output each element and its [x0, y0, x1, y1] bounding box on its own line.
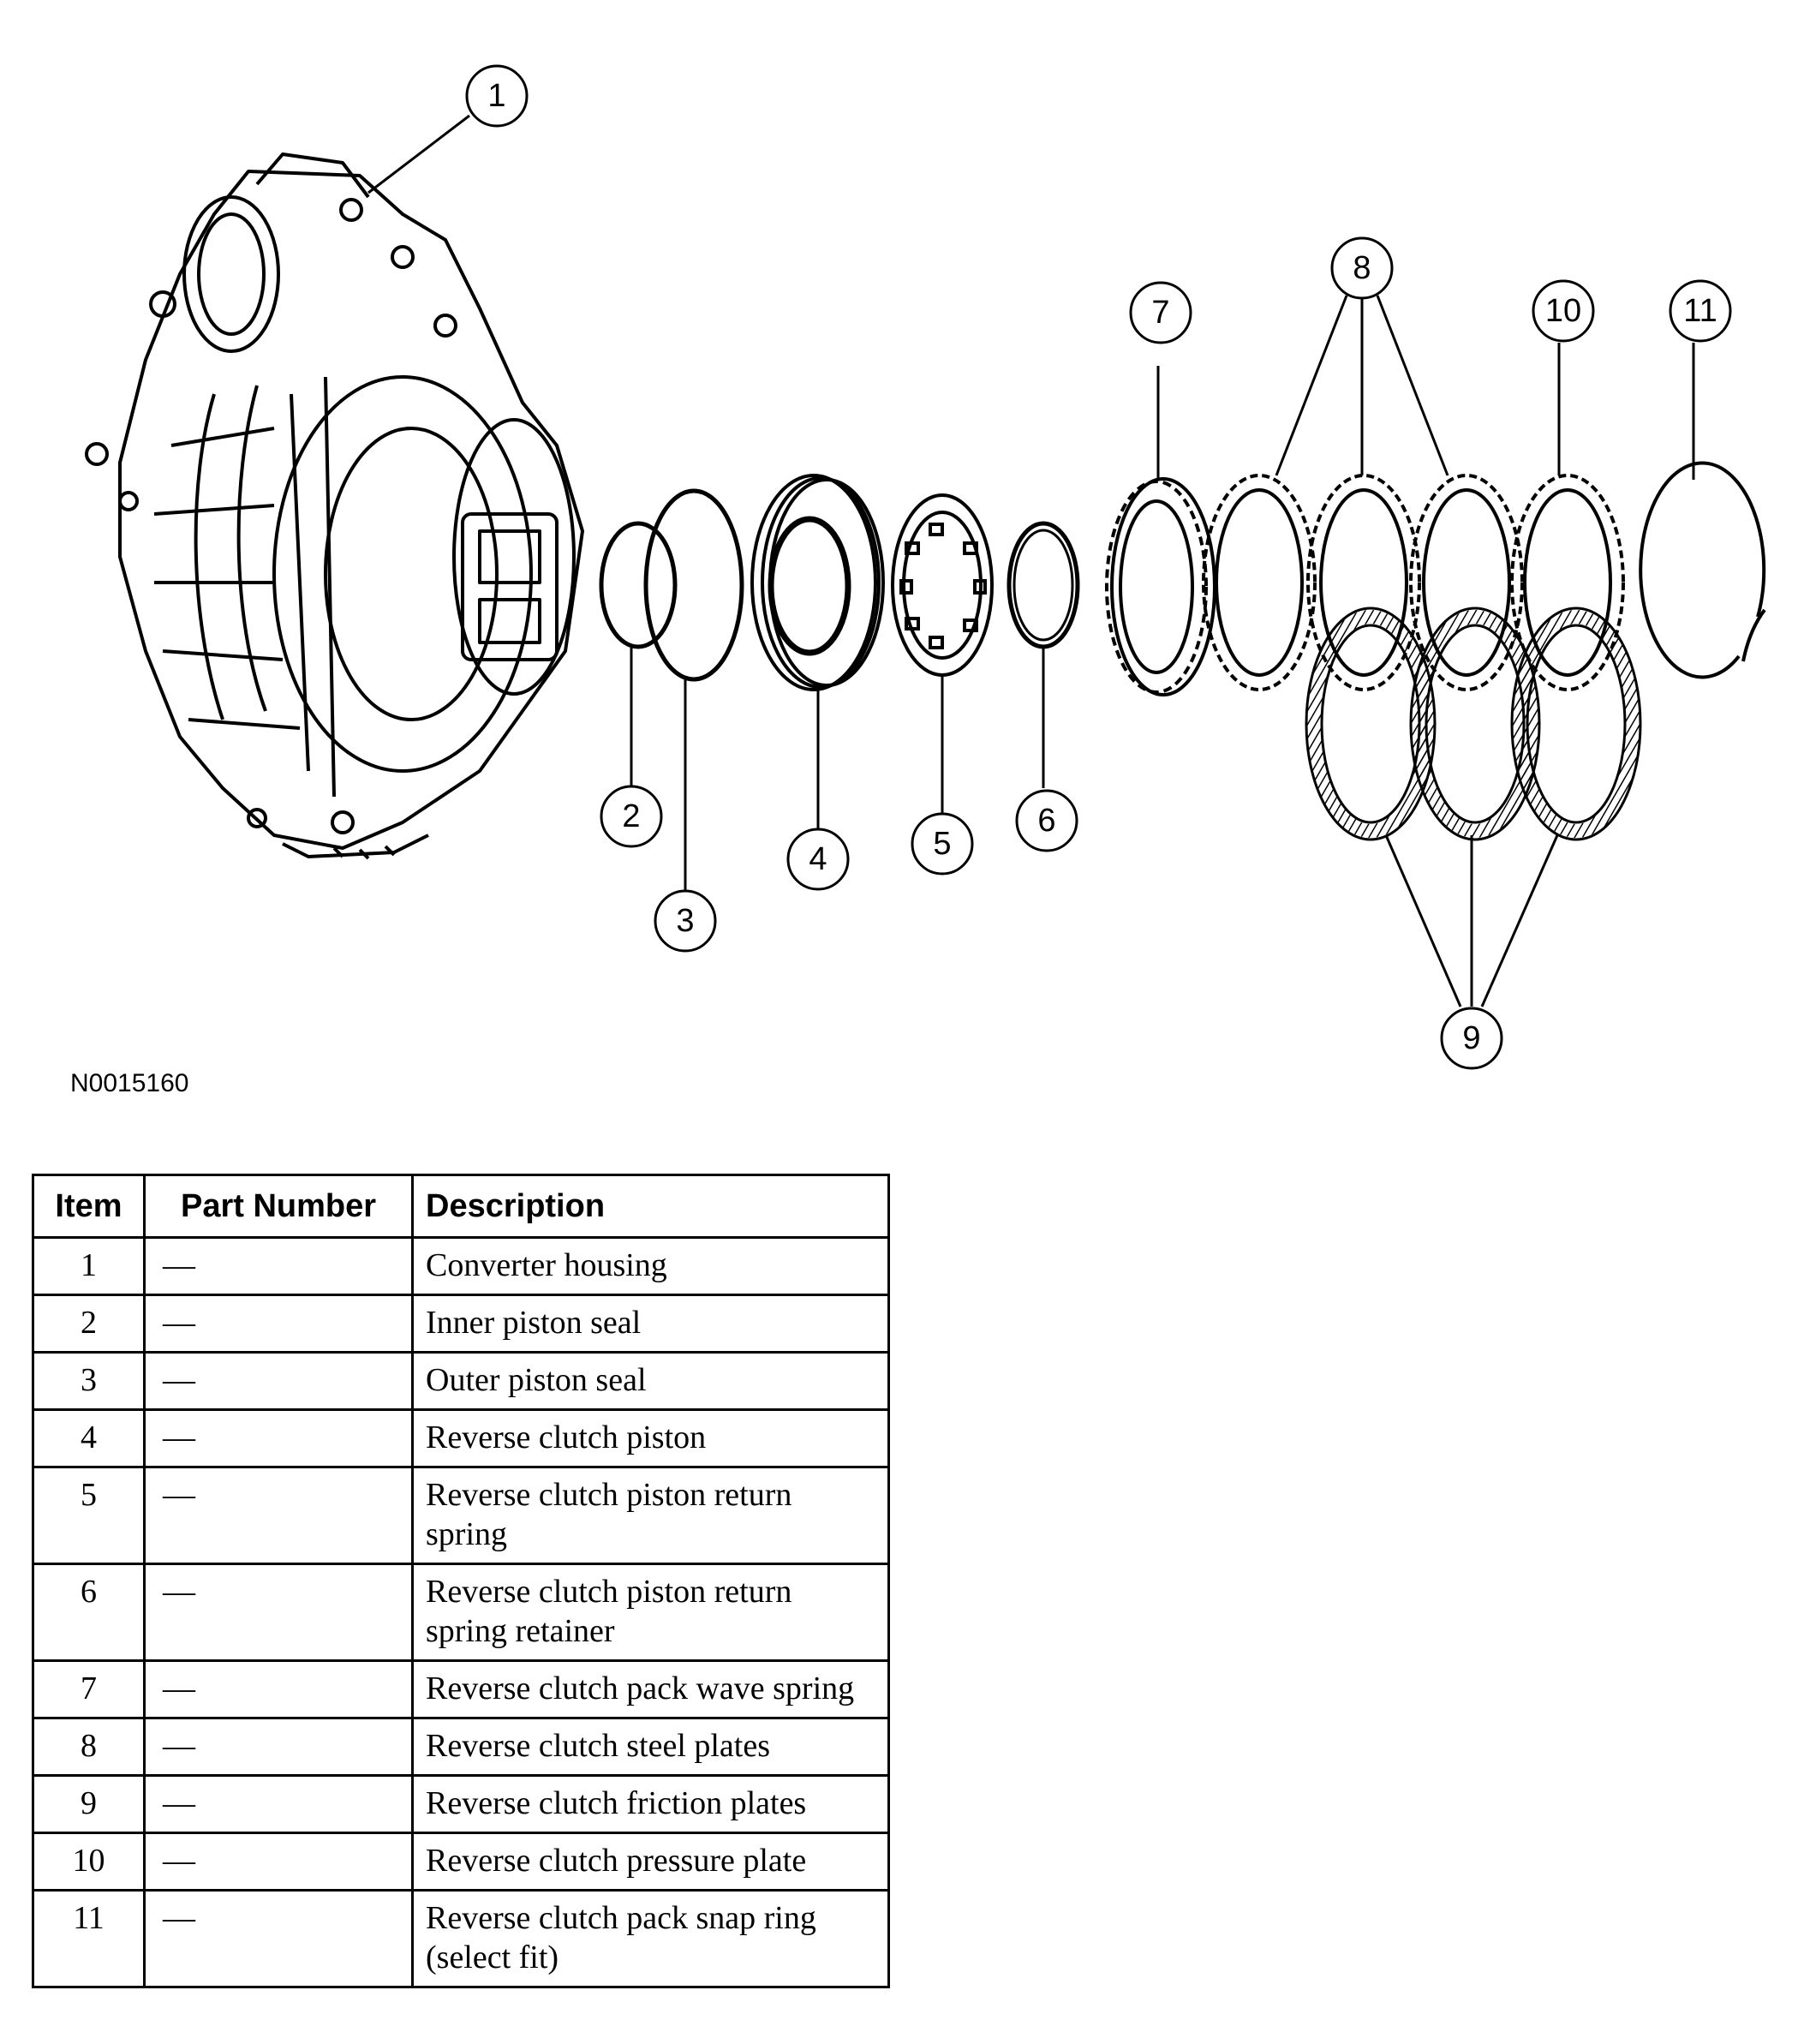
cell-item: 7	[32, 1659, 146, 1719]
header-description: Description	[411, 1174, 890, 1239]
cell-item: 6	[32, 1563, 146, 1662]
table-row: 1—Converter housing	[32, 1236, 890, 1296]
table-row: 4—Reverse clutch piston	[32, 1408, 890, 1468]
cell-description: Converter housing	[411, 1236, 890, 1296]
svg-text:5: 5	[933, 826, 951, 862]
header-part-number: Part Number	[143, 1174, 414, 1239]
cell-part-number: —	[143, 1659, 414, 1719]
cell-description: Reverse clutch pressure plate	[411, 1832, 890, 1892]
svg-text:9: 9	[1462, 1020, 1480, 1056]
pressure-plate-drawing	[1510, 474, 1625, 691]
cell-item: 2	[32, 1294, 146, 1354]
svg-text:6: 6	[1037, 803, 1055, 839]
converter-housing-drawing	[85, 152, 584, 860]
cell-part-number: —	[143, 1466, 414, 1565]
table-row: 7—Reverse clutch pack wave spring	[32, 1659, 890, 1719]
svg-text:3: 3	[676, 903, 694, 939]
cell-description: Reverse clutch steel plates	[411, 1717, 890, 1777]
cell-part-number: —	[143, 1408, 414, 1468]
svg-text:4: 4	[809, 841, 827, 877]
inner-piston-seal-drawing	[599, 521, 678, 649]
reverse-clutch-piston-drawing	[750, 474, 885, 691]
leader-lines	[367, 114, 1695, 1007]
cell-part-number: —	[143, 1236, 414, 1296]
svg-text:2: 2	[622, 798, 640, 834]
table-row: 3—Outer piston seal	[32, 1351, 890, 1411]
callout-6: 6	[1015, 789, 1078, 852]
figure-id: N0015160	[70, 1069, 189, 1097]
cell-item: 3	[32, 1351, 146, 1411]
cell-description: Outer piston seal	[411, 1351, 890, 1411]
callout-10: 10	[1532, 279, 1595, 343]
cell-part-number: —	[143, 1351, 414, 1411]
spring-retainer-drawing	[1007, 521, 1080, 649]
cell-description: Inner piston seal	[411, 1294, 890, 1354]
callout-3: 3	[654, 889, 717, 953]
callout-7: 7	[1129, 281, 1192, 344]
cell-description: Reverse clutch piston return spring	[411, 1466, 890, 1565]
callout-2: 2	[600, 785, 663, 848]
callout-1: 1	[465, 64, 529, 128]
svg-text:1: 1	[487, 78, 505, 114]
cell-part-number: —	[143, 1563, 414, 1662]
table-header-row: Item Part Number Description	[32, 1174, 890, 1239]
callout-4: 4	[786, 828, 850, 891]
snap-ring-drawing	[1639, 461, 1766, 679]
cell-part-number: —	[143, 1889, 414, 1988]
svg-text:10: 10	[1545, 293, 1581, 329]
callout-11: 11	[1669, 279, 1732, 343]
svg-text:8: 8	[1353, 250, 1371, 286]
cell-description: Reverse clutch pack wave spring	[411, 1659, 890, 1719]
callout-8: 8	[1330, 236, 1394, 300]
header-item: Item	[32, 1174, 146, 1239]
svg-text:11: 11	[1683, 293, 1717, 329]
cell-item: 9	[32, 1774, 146, 1834]
table-row: 10—Reverse clutch pressure plate	[32, 1832, 890, 1892]
cell-item: 1	[32, 1236, 146, 1296]
cell-item: 10	[32, 1832, 146, 1892]
cell-part-number: —	[143, 1294, 414, 1354]
cell-item: 8	[32, 1717, 146, 1777]
exploded-diagram: 1 2 3 4 5 6 7 8 9 10 11	[85, 64, 1766, 1070]
friction-plates-drawing	[1305, 607, 1642, 841]
table-row: 9—Reverse clutch friction plates	[32, 1774, 890, 1834]
table-row: 11—Reverse clutch pack snap ring (select…	[32, 1889, 890, 1988]
cell-description: Reverse clutch piston	[411, 1408, 890, 1468]
callout-5: 5	[911, 812, 974, 876]
steel-plates-drawing	[1202, 474, 1524, 691]
cell-description: Reverse clutch pack snap ring (select fi…	[411, 1889, 890, 1988]
cell-part-number: —	[143, 1717, 414, 1777]
cell-item: 5	[32, 1466, 146, 1565]
cell-description: Reverse clutch piston return spring reta…	[411, 1563, 890, 1662]
table-row: 2—Inner piston seal	[32, 1294, 890, 1354]
wave-spring-drawing	[1105, 477, 1216, 696]
callout-9: 9	[1440, 1007, 1503, 1070]
return-spring-drawing	[891, 493, 994, 677]
cell-part-number: —	[143, 1774, 414, 1834]
cell-part-number: —	[143, 1832, 414, 1892]
table-row: 6—Reverse clutch piston return spring re…	[32, 1563, 890, 1662]
cell-description: Reverse clutch friction plates	[411, 1774, 890, 1834]
svg-text:7: 7	[1151, 295, 1169, 331]
table-row: 8—Reverse clutch steel plates	[32, 1717, 890, 1777]
cell-item: 11	[32, 1889, 146, 1988]
outer-piston-seal-drawing	[643, 488, 744, 682]
cell-item: 4	[32, 1408, 146, 1468]
table-row: 5—Reverse clutch piston return spring	[32, 1466, 890, 1565]
parts-table: Item Part Number Description 1—Converter…	[32, 1174, 890, 1988]
